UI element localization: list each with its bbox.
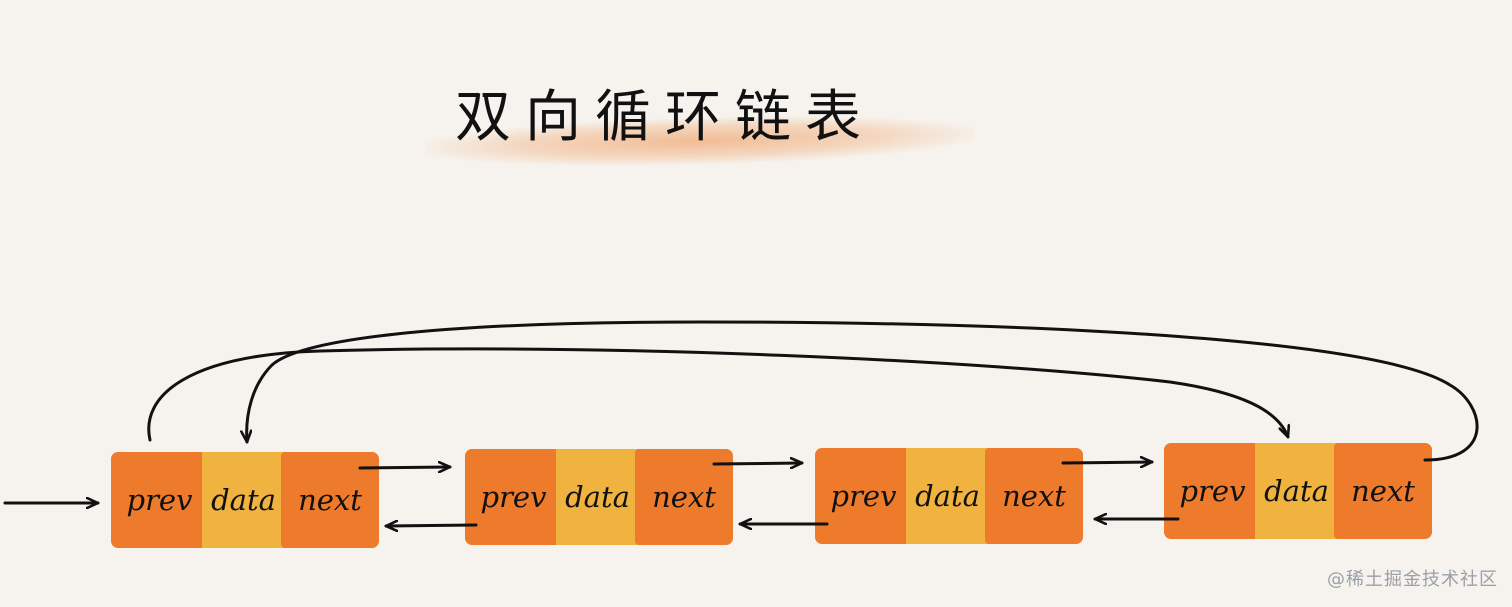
- list-node-2: prev data next: [465, 449, 733, 545]
- node-2-next-cell: next: [635, 449, 733, 545]
- node-1-data-cell: data: [202, 452, 285, 548]
- watermark-text: @稀土掘金技术社区: [1327, 569, 1498, 590]
- node-4-data-cell: data: [1255, 443, 1338, 539]
- circular-prev-arrow-first-to-last: [147, 347, 1288, 442]
- node-3-data-cell: data: [906, 448, 989, 544]
- node-2-prev-cell: prev: [465, 449, 562, 545]
- diagram-title: 双向循环链表: [455, 85, 875, 150]
- node-1-next-cell: next: [281, 452, 379, 548]
- node-3-prev-cell: prev: [815, 448, 912, 544]
- prev-arrow-2-to-1: [384, 525, 478, 526]
- node-3-next-cell: next: [985, 448, 1083, 544]
- node-2-data-cell: data: [556, 449, 639, 545]
- list-node-4: prev data next: [1164, 443, 1432, 539]
- circular-next-arrow-last-to-first: [247, 320, 1479, 462]
- node-1-prev-cell: prev: [111, 452, 208, 548]
- node-4-next-cell: next: [1334, 443, 1432, 539]
- node-4-prev-cell: prev: [1164, 443, 1261, 539]
- list-node-3: prev data next: [815, 448, 1083, 544]
- list-node-1: prev data next: [111, 452, 379, 548]
